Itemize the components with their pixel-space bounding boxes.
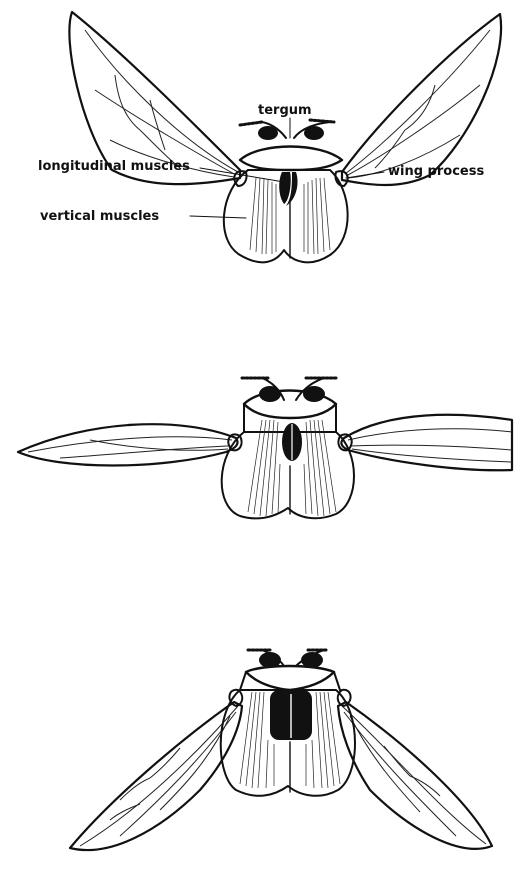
right-wing-level: [341, 415, 512, 470]
thorax-1: [224, 120, 348, 262]
label-wing-process: wing process: [388, 164, 484, 179]
label-longitudinal-muscles: longitudinal muscles: [38, 159, 190, 174]
right-wing-raised: [342, 14, 501, 185]
figure-wings-down: [70, 650, 492, 850]
figure-wings-up: tergum longitudinal muscles vertical mus…: [38, 12, 501, 262]
tergum-plate-1: [240, 147, 342, 171]
left-wing-lowered: [70, 702, 242, 850]
label-tergum: tergum: [258, 103, 312, 118]
thorax-3: [221, 650, 355, 796]
thorax-2: [222, 378, 354, 518]
longitudinal-muscle-1: [279, 172, 291, 204]
tergum-plate-3: [246, 666, 334, 690]
figure-wings-level: [18, 378, 512, 518]
label-vertical-muscles: vertical muscles: [40, 209, 159, 224]
left-wing-level: [18, 424, 238, 465]
right-wing-lowered: [338, 702, 492, 849]
